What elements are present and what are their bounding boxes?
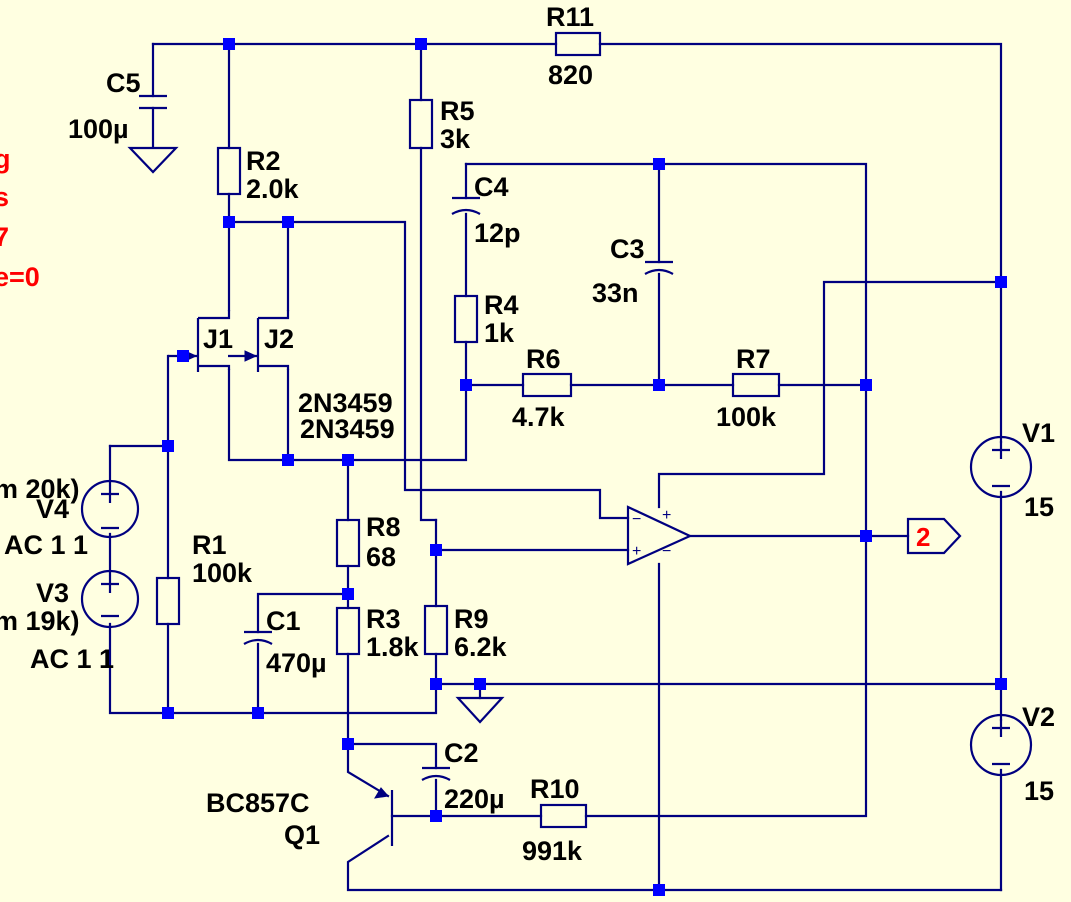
- label-V4-line2: AC 1 1: [4, 530, 88, 560]
- label-R1-value: 100k: [192, 558, 253, 588]
- label-Q1-value: BC857C: [206, 788, 310, 818]
- voltage-source-V4: [80, 479, 140, 539]
- label-V2-name: V2: [1022, 702, 1055, 732]
- opamp-supply-minus-sign: −: [662, 543, 671, 560]
- capacitor-C2: [421, 766, 451, 781]
- label-C2-name: C2: [444, 738, 479, 768]
- label-R8-name: R8: [366, 512, 401, 542]
- resistor-R6: [521, 372, 573, 398]
- label-R11-name: R11: [546, 2, 594, 32]
- label-R6-value: 4.7k: [512, 402, 566, 432]
- label-C1-name: C1: [266, 606, 301, 636]
- resistor-R7: [731, 372, 781, 398]
- label-C5-name: C5: [106, 68, 141, 98]
- net-label-output-text: 2: [916, 522, 930, 552]
- label-V2-value: 15: [1024, 776, 1054, 806]
- label-V4-name: V4: [36, 494, 69, 524]
- jfet-J2: [228, 310, 290, 372]
- directive-line-4: e=0: [0, 262, 40, 292]
- label-V4-line1: m 20k): [0, 474, 80, 504]
- label-R10-name: R10: [530, 774, 580, 804]
- label-R2-name: R2: [246, 146, 281, 176]
- net-label-output: [906, 517, 962, 555]
- label-R5-value: 3k: [440, 124, 471, 154]
- resistor-R4: [453, 294, 479, 344]
- label-V3-line2: AC 1 1: [30, 644, 114, 674]
- voltage-source-V1: [969, 435, 1033, 499]
- voltage-source-V2: [969, 713, 1033, 777]
- label-V1-value: 15: [1024, 492, 1054, 522]
- capacitor-C3: [644, 260, 674, 275]
- capacitor-C4: [451, 196, 481, 215]
- opamp-symbol: − + + −: [626, 505, 693, 566]
- label-C2-value: 220µ: [444, 784, 505, 814]
- label-R2-value: 2.0k: [246, 174, 300, 204]
- directive-line-2: s: [0, 182, 9, 212]
- label-V3-line1: m 19k): [0, 606, 80, 636]
- capacitor-C1: [243, 630, 273, 645]
- opamp-supply-plus-sign: +: [662, 507, 671, 524]
- resistor-R9: [423, 604, 449, 656]
- opamp-noninverting-sign: +: [632, 543, 641, 560]
- label-J2-name: J2: [264, 324, 294, 354]
- label-V1-name: V1: [1022, 418, 1055, 448]
- label-J2-value: 2N3459: [300, 414, 395, 444]
- label-R3-value: 1.8k: [366, 632, 420, 662]
- label-R9-name: R9: [454, 604, 489, 634]
- opamp-inverting-sign: −: [632, 511, 641, 528]
- resistor-R11: [554, 31, 602, 57]
- resistor-R5: [408, 98, 434, 150]
- label-R6-name: R6: [526, 344, 561, 374]
- label-R1-name: R1: [192, 530, 227, 560]
- label-C3-name: C3: [610, 234, 645, 264]
- transistor-Q1: [374, 787, 394, 846]
- label-R11-value: 820: [548, 60, 593, 90]
- label-R7-value: 100k: [716, 402, 777, 432]
- label-C4-value: 12p: [474, 218, 521, 248]
- label-V3-name: V3: [36, 578, 69, 608]
- label-J1-value: 2N3459: [298, 388, 393, 418]
- capacitor-C5: [139, 94, 167, 110]
- label-C4-name: C4: [474, 172, 509, 202]
- ground-symbol-main: [455, 696, 505, 724]
- label-C5-value: 100µ: [68, 114, 129, 144]
- label-R8-value: 68: [366, 542, 396, 572]
- label-R9-value: 6.2k: [454, 632, 508, 662]
- resistor-R3: [335, 606, 361, 656]
- junction-dots: [162, 38, 1007, 896]
- label-Q1-name: Q1: [284, 820, 320, 850]
- label-R5-name: R5: [440, 96, 475, 126]
- resistor-R10: [539, 803, 588, 829]
- resistor-R2: [216, 146, 242, 196]
- label-C3-value: 33n: [592, 278, 639, 308]
- ground-symbol-C5: [127, 146, 179, 174]
- label-C1-value: 470µ: [266, 648, 327, 678]
- resistor-R8: [335, 518, 361, 568]
- voltage-source-V3: [80, 569, 140, 629]
- label-R7-name: R7: [736, 344, 771, 374]
- label-R3-name: R3: [366, 604, 401, 634]
- label-R4-name: R4: [484, 290, 519, 320]
- label-R4-value: 1k: [484, 318, 515, 348]
- label-J1-name: J1: [203, 324, 233, 354]
- label-R10-value: 991k: [522, 836, 583, 866]
- directive-line-3: 7: [0, 222, 9, 252]
- resistor-R1: [155, 576, 181, 626]
- directive-line-1: g: [0, 144, 11, 174]
- wires: [108, 42, 1003, 892]
